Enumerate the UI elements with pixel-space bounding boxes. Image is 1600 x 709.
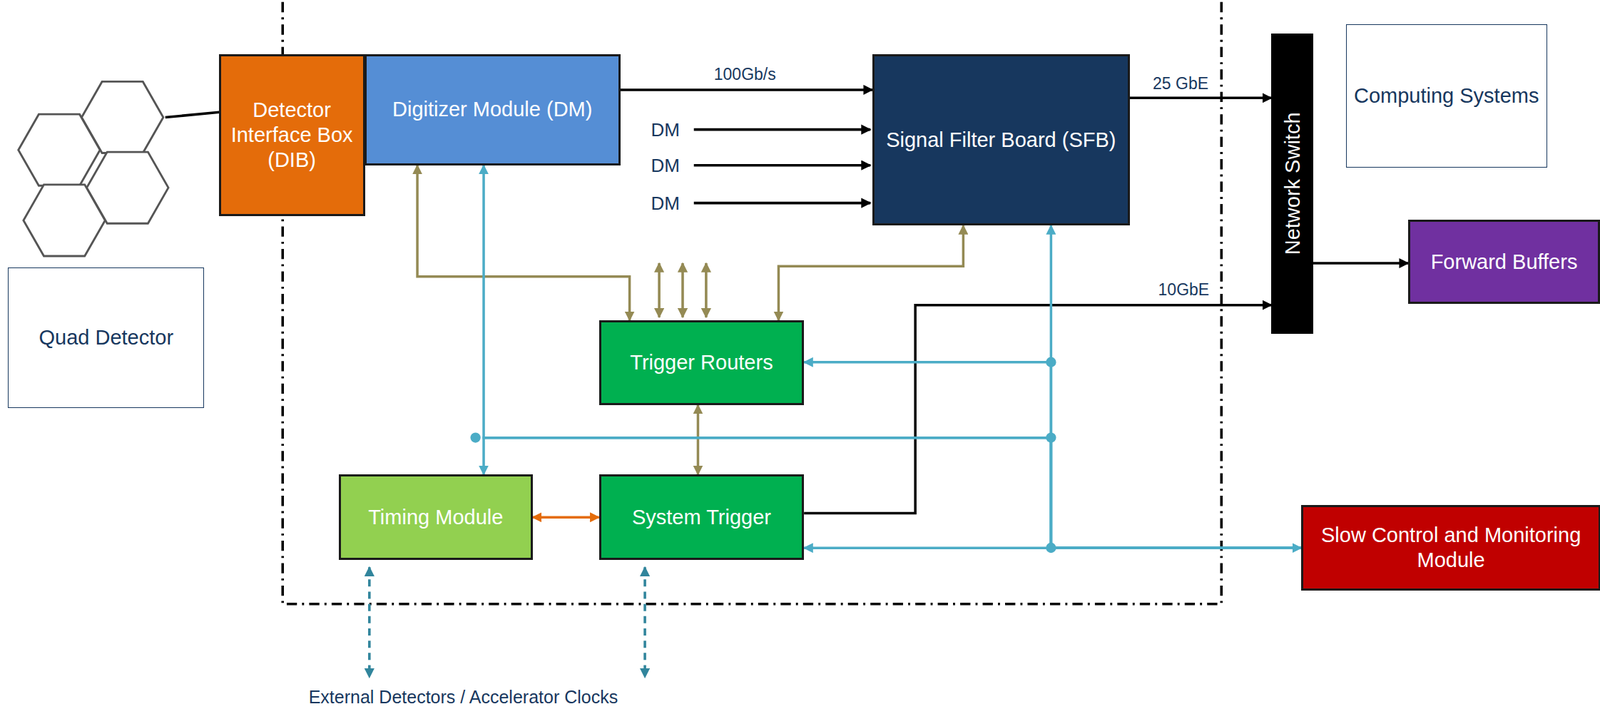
detector-label-box: Quad Detector — [7, 267, 205, 409]
connector — [1050, 225, 1302, 548]
node-text: Signal Filter Board (SFB) — [885, 127, 1116, 153]
link-rate-label: 10GbE — [1156, 280, 1212, 300]
input-label: DM — [648, 118, 682, 141]
link-rate-label: 100Gb/s — [711, 64, 779, 85]
external-link-arrow — [369, 567, 645, 677]
connector — [803, 305, 1272, 514]
node-text: Forward Buffers — [1430, 249, 1578, 275]
node-text: Detector Interface Box (DIB) — [228, 97, 356, 172]
hexagon-detector — [18, 81, 169, 257]
router-box: Trigger Routers — [599, 320, 805, 406]
connector — [1129, 97, 1272, 100]
node-text: Digitizer Module (DM) — [392, 97, 593, 122]
node-text: Network Switch — [1279, 112, 1305, 256]
computing-box: Computing Systems — [1346, 24, 1548, 167]
boundary-line — [282, 2, 1222, 605]
filter-board-box: Signal Filter Board (SFB) — [872, 54, 1130, 226]
connector — [803, 362, 1302, 548]
node-text: Timing Module — [368, 505, 503, 531]
connector — [620, 88, 873, 92]
link-rate-label: 25 GbE — [1150, 74, 1211, 94]
timing-box: Timing Module — [338, 474, 533, 560]
interface-box: Detector Interface Box (DIB) — [218, 54, 366, 217]
node-text: Slow Control and Monitoring Module — [1310, 522, 1592, 573]
trigger-box: System Trigger — [599, 474, 805, 560]
input-label: DM — [648, 154, 682, 177]
connector — [532, 516, 600, 520]
control-box: Slow Control and Monitoring Module — [1301, 505, 1600, 591]
node-text: Trigger Routers — [629, 350, 773, 376]
connector — [778, 225, 963, 321]
digitizer-box: Digitizer Module (DM) — [364, 54, 621, 166]
switch-bar: Network Switch — [1271, 33, 1314, 334]
connector — [1313, 261, 1409, 265]
external-label: External Detectors / Accelerator Clocks — [306, 686, 621, 708]
detector-cable — [165, 111, 220, 117]
input-label: DM — [648, 191, 682, 214]
router-link-arrow — [659, 263, 707, 318]
node-text: Computing Systems — [1353, 83, 1540, 109]
node-text: Quad Detector — [38, 325, 174, 351]
connector — [696, 405, 700, 475]
dm-input-line — [694, 129, 871, 204]
buffer-box: Forward Buffers — [1408, 219, 1600, 305]
node-text: System Trigger — [632, 505, 772, 531]
connector — [417, 165, 630, 321]
